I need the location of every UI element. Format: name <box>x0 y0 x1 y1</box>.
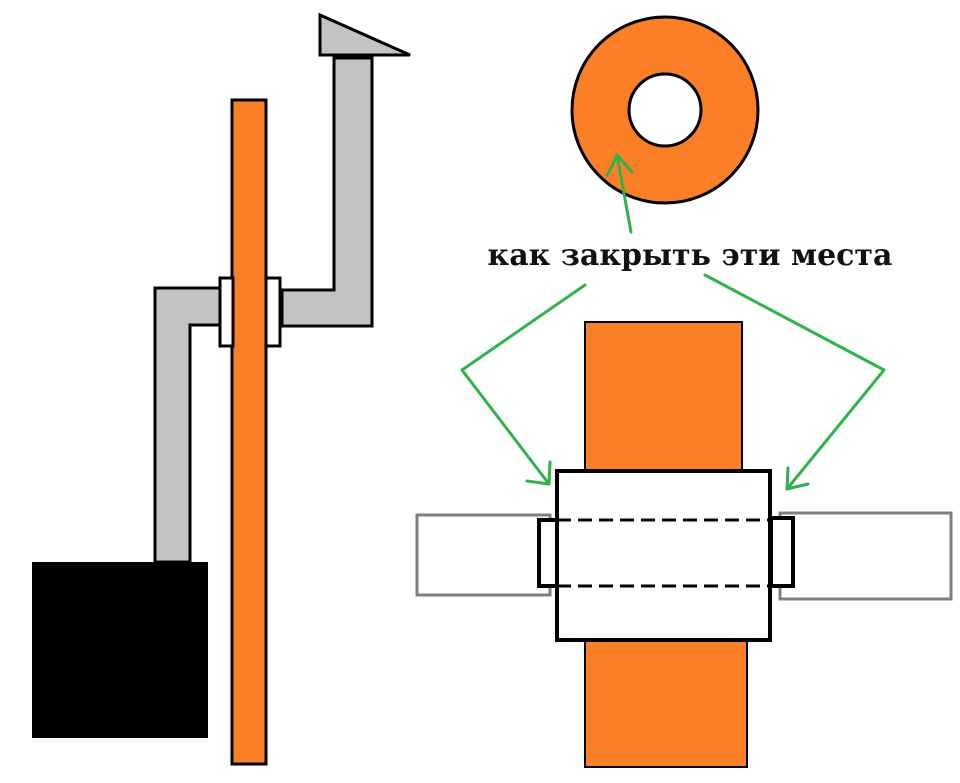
arrow-to-ring <box>615 153 633 234</box>
chimney-cap <box>318 12 411 57</box>
wall <box>230 98 268 766</box>
arrow-right-head <box>785 466 810 491</box>
collar-left <box>537 518 559 588</box>
caption: как закрыть эти места <box>487 238 893 273</box>
lower-pipe <box>153 286 224 564</box>
section-view <box>415 321 953 768</box>
arrows <box>460 153 886 491</box>
sleeve-box <box>555 469 772 642</box>
arrow-right <box>703 273 886 491</box>
side-view <box>32 12 411 766</box>
stove <box>32 562 208 738</box>
wall-section-top <box>584 321 743 475</box>
wall-section-bottom <box>584 639 748 768</box>
ghost-box-right <box>778 511 953 601</box>
arrow-to-ring-head <box>605 153 634 178</box>
arrow-left-head <box>525 460 552 486</box>
upper-pipe <box>280 56 374 328</box>
ghost-box-left <box>415 513 552 597</box>
flange-right <box>264 276 282 348</box>
collar-right <box>769 516 795 588</box>
arrow-left <box>460 283 587 486</box>
flange-left <box>218 276 235 348</box>
ring-view <box>570 15 760 205</box>
ring-hole <box>627 72 703 148</box>
